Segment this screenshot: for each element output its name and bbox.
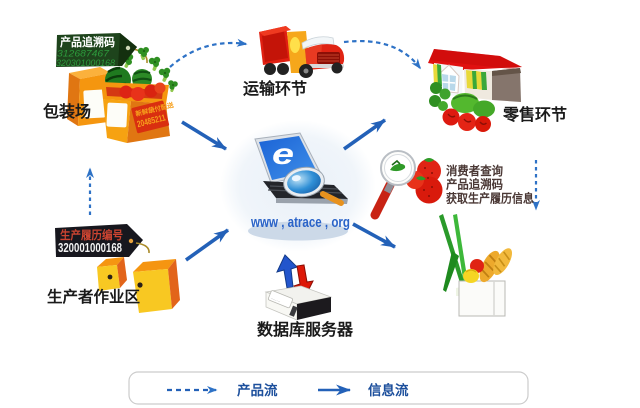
svg-text:消费者查询: 消费者查询 [446, 163, 503, 178]
svg-text:运输环节: 运输环节 [243, 79, 307, 98]
svg-text:获取生产履历信息: 获取生产履历信息 [445, 191, 534, 206]
svg-text:产品流: 产品流 [237, 382, 278, 398]
svg-text:数据库服务器: 数据库服务器 [257, 320, 354, 339]
svg-text:零售环节: 零售环节 [502, 105, 567, 124]
svg-text:312687467: 312687467 [57, 49, 110, 59]
svg-text:www , atrace , org: www , atrace , org [250, 215, 350, 231]
svg-text:生产者作业区: 生产者作业区 [47, 287, 141, 306]
svg-text:320301000168: 320301000168 [56, 58, 115, 68]
svg-text:产品追溯码: 产品追溯码 [60, 35, 115, 49]
svg-text:产品追溯码: 产品追溯码 [446, 177, 503, 192]
svg-text:生产履历编号: 生产履历编号 [60, 228, 123, 242]
svg-text:信息流: 信息流 [368, 382, 409, 398]
svg-text:320001000168: 320001000168 [58, 241, 122, 255]
svg-text:........: ........ [270, 295, 281, 303]
svg-text:包装场: 包装场 [43, 102, 91, 121]
svg-text:e: e [272, 138, 294, 171]
